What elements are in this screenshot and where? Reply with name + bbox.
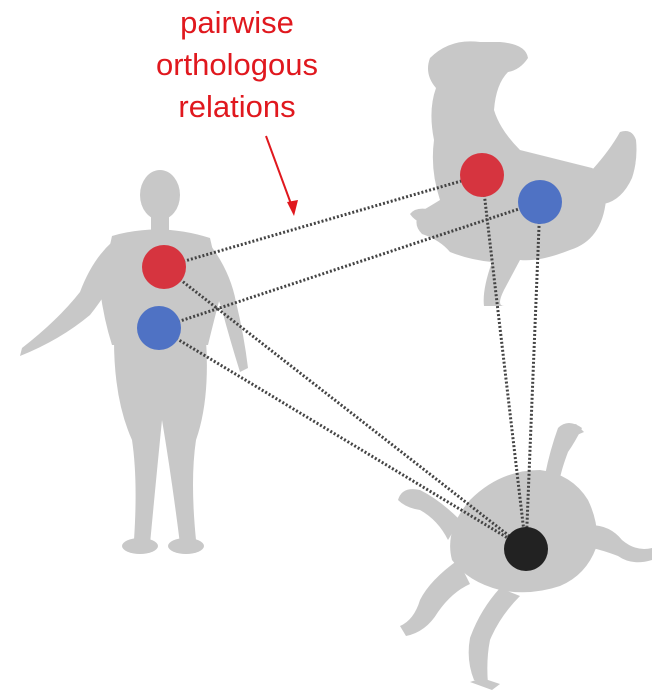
gene-node-frog-black	[504, 527, 548, 571]
gene-node-dog-red	[460, 153, 504, 197]
annotation-line-3: relations	[122, 86, 352, 128]
gene-node-human-blue	[137, 306, 181, 350]
annotation-pointer	[266, 136, 298, 216]
gene-node-dog-blue	[518, 180, 562, 224]
orthology-link-human-red-frog-black	[164, 267, 526, 549]
orthology-link-human-blue-frog-black	[159, 328, 526, 549]
annotation-label: pairwise orthologous relations	[122, 2, 352, 128]
gene-node-human-red	[142, 245, 186, 289]
dog-silhouette-icon	[410, 41, 637, 306]
annotation-line-2: orthologous	[122, 44, 352, 86]
annotation-line-1: pairwise	[122, 2, 352, 44]
